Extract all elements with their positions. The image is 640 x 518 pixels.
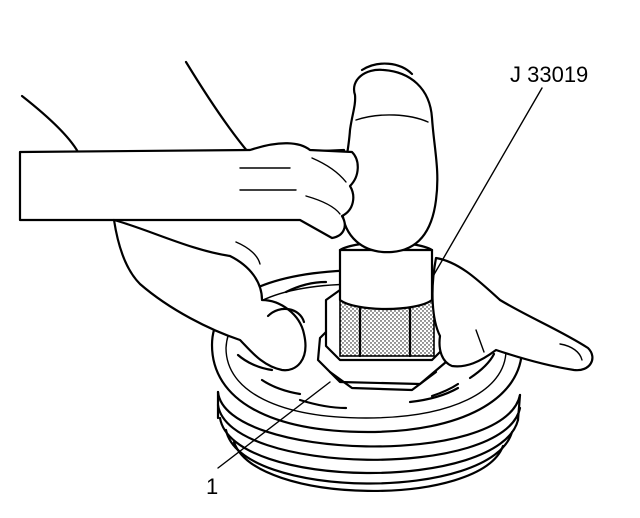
leader-line-part (217, 381, 331, 469)
hand-lower (112, 218, 594, 372)
leader-line-tool (431, 87, 543, 279)
tool-callout-label: J 33019 (510, 62, 588, 87)
hand-upper (18, 60, 359, 240)
tool-socket (324, 241, 448, 362)
part-callout-label: 1 (206, 474, 218, 499)
